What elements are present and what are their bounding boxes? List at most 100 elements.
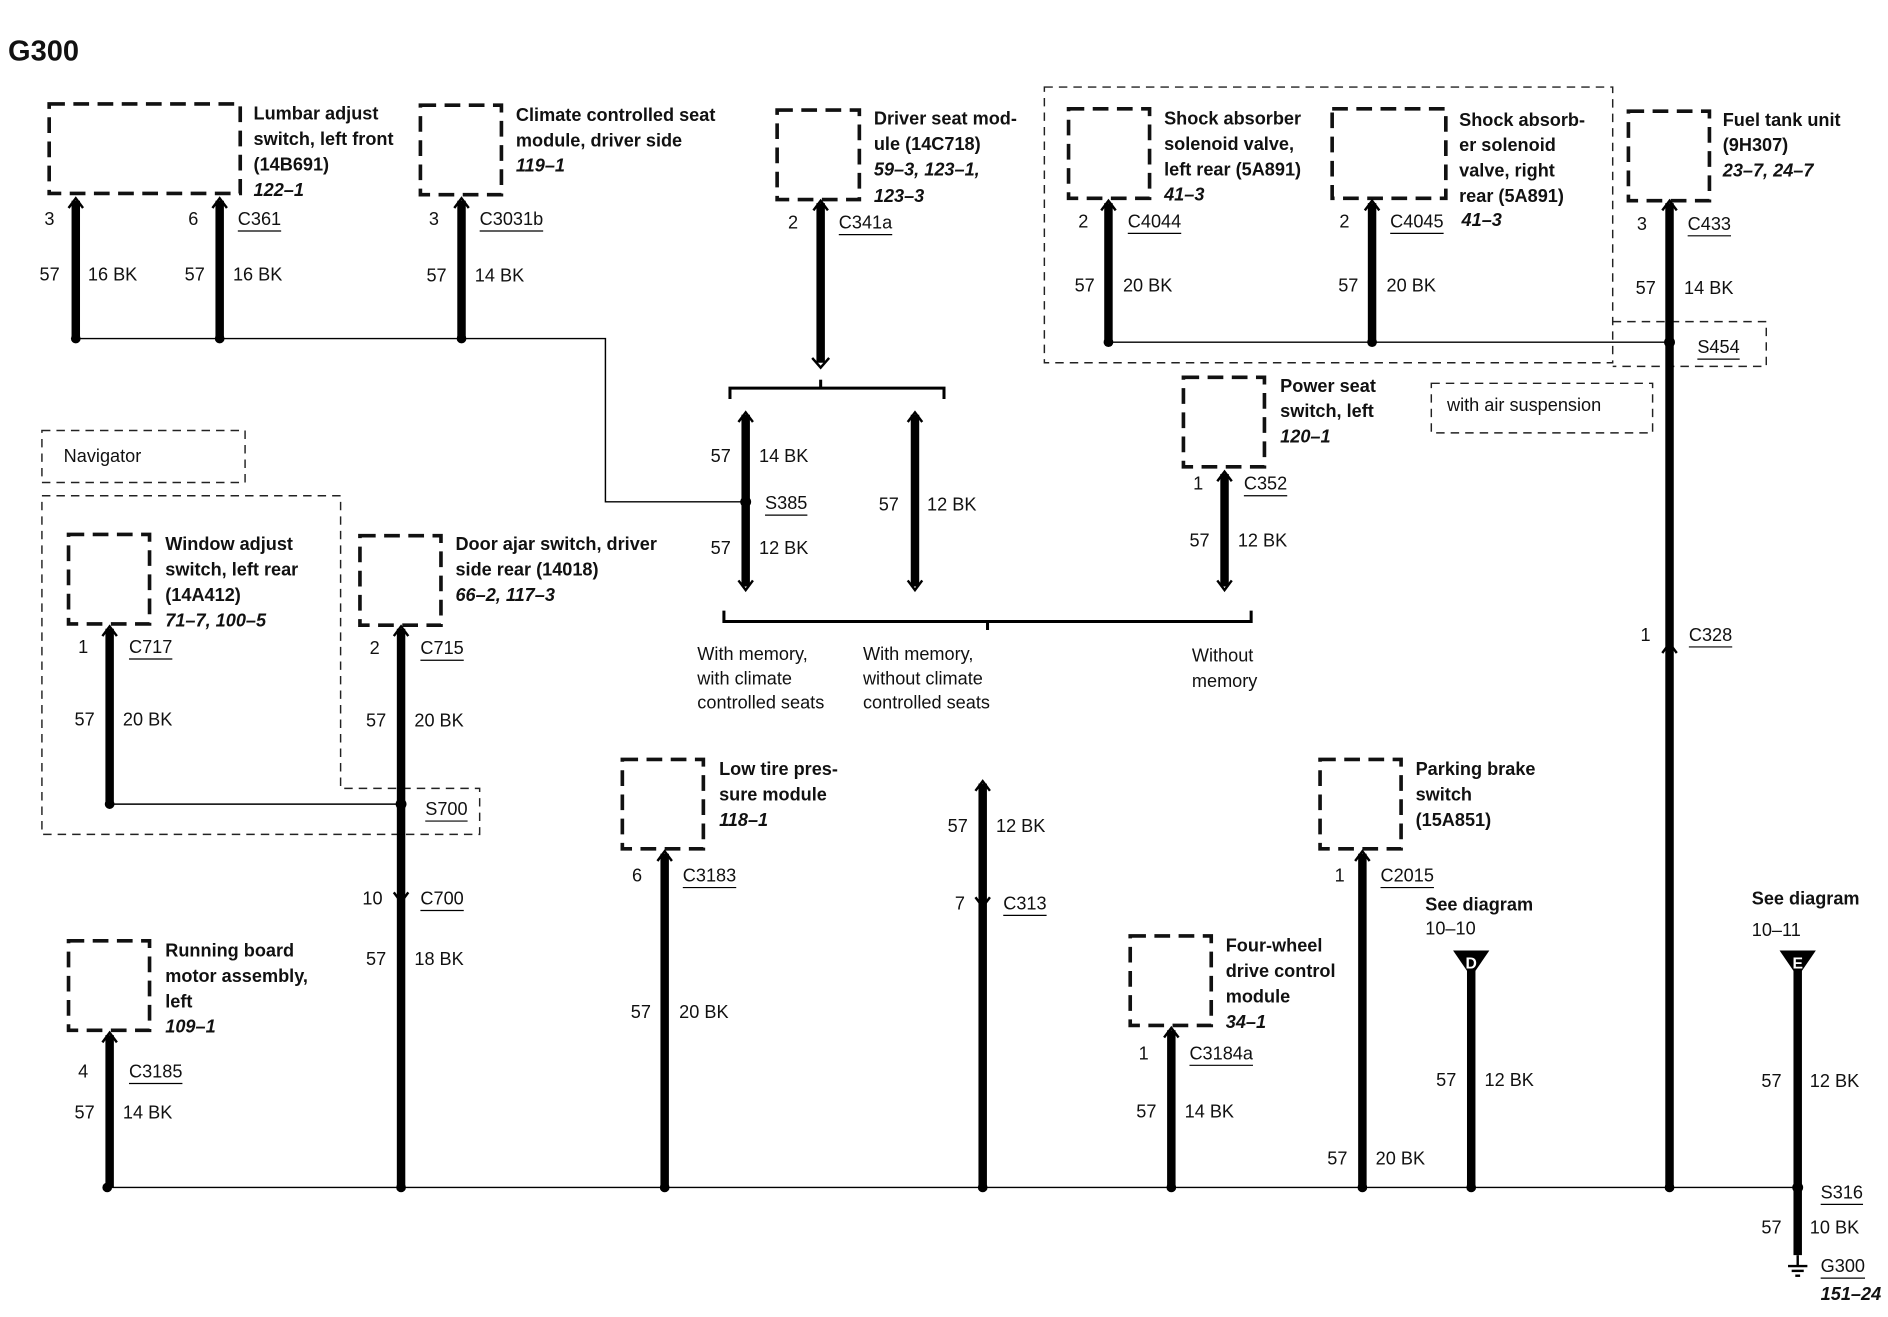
climate-label: Climate controlled seat module, driver s…	[516, 105, 720, 176]
wire-labels: 57 16 BK 57 16 BK 57 14 BK 57 20 BK 57 20 BK 57 14 …	[40, 265, 1860, 1238]
wire-gauge-color: 12 BK	[1238, 531, 1287, 551]
shock-left-label: Shock absorber solenoid valve, left rear…	[1163, 109, 1306, 205]
connector-label-c3031b: C3031b	[480, 209, 543, 229]
wire-gauge-color: 14 BK	[1684, 278, 1733, 298]
door-ajar-box	[358, 533, 443, 627]
door-ajar-label: Door ajar switch, driver side rear (1401…	[455, 534, 662, 605]
window-switch-box	[66, 532, 152, 626]
circuit-number: 57	[75, 710, 95, 730]
circuit-number: 57	[366, 711, 386, 731]
wire-gauge-color: 12 BK	[1810, 1071, 1859, 1091]
pin-shock-left-2: 2	[1078, 211, 1088, 231]
see-diagram-markers: D E	[1453, 950, 1816, 978]
wire-gauge-color: 16 BK	[88, 265, 137, 285]
pin-lumbar-3: 3	[44, 209, 54, 229]
circuit-number: 57	[40, 265, 60, 285]
connector-label-s316: S316	[1821, 1182, 1863, 1202]
connector-label-c341a: C341a	[839, 213, 893, 233]
circuit-number: 57	[1636, 278, 1656, 298]
wire-gauge-color: 14 BK	[1185, 1101, 1234, 1121]
wire-gauge-color: 20 BK	[1123, 275, 1172, 295]
air-suspension-label: with air suspension	[1446, 395, 1601, 415]
pin-lumbar-6: 6	[188, 209, 198, 229]
connector-label-c4044: C4044	[1128, 211, 1181, 231]
wire-gauge-color: 14 BK	[759, 446, 808, 466]
running-board-box	[66, 938, 152, 1033]
wire-gauge-color: 18 BK	[414, 949, 463, 969]
connector-label-s454: S454	[1697, 337, 1739, 357]
marker-d-letter: D	[1466, 956, 1477, 973]
wire-gauge-color: 12 BK	[759, 538, 808, 558]
pin-shock-right-2: 2	[1339, 211, 1349, 231]
circuit-number: 57	[366, 949, 386, 969]
connector-label-c313: C313	[1003, 893, 1046, 913]
pin-c328-1: 1	[1641, 625, 1651, 645]
power-seat-label: Power seat switch, left 120–1	[1280, 376, 1381, 447]
wire-gauge-color: 14 BK	[475, 266, 524, 286]
circuit-number: 57	[1761, 1071, 1781, 1091]
navigator-label: Navigator	[64, 446, 142, 466]
circuit-number: 57	[1327, 1148, 1347, 1168]
wire-gauge-color: 16 BK	[233, 265, 282, 285]
connector-label-c717: C717	[129, 637, 172, 657]
pin-runboard-4: 4	[78, 1061, 88, 1081]
circuit-number: 57	[1075, 275, 1095, 295]
connector-label-c3184a: C3184a	[1189, 1043, 1253, 1063]
lumbar-switch-box	[47, 102, 243, 196]
wire-gauge-color: 12 BK	[927, 494, 976, 514]
connector-label-c2015: C2015	[1381, 866, 1434, 886]
wire-gauge-color: 14 BK	[123, 1103, 172, 1123]
parking-brake-label: Parking brake switch (15A851)	[1416, 759, 1541, 830]
fuel-tank-box	[1626, 109, 1712, 203]
connector-label-c715: C715	[420, 638, 463, 658]
pin-climate-3: 3	[429, 209, 439, 229]
wire-gauge-color: 20 BK	[1387, 275, 1436, 295]
connector-label-c3185: C3185	[129, 1061, 182, 1081]
option-notes: With memory, with climate controlled sea…	[696, 644, 1258, 712]
wire-gauge-color: 20 BK	[414, 711, 463, 731]
pin-lowtire-6: 6	[632, 866, 642, 886]
ground-icon	[1788, 1255, 1808, 1277]
shock-right-ref: 41–3	[1461, 210, 1502, 230]
svg-text:Without memory: Without memory	[1192, 645, 1259, 690]
climate-module-box	[418, 103, 504, 197]
component-labels: Lumbar adjust switch, left front (14B691…	[165, 104, 1846, 1037]
circuit-number: 57	[1189, 531, 1209, 551]
shock-right-label: Shock absorb- er solenoid valve, right r…	[1459, 110, 1590, 206]
thin-wires	[75, 337, 1798, 1189]
lumbar-label: Lumbar adjust switch, left front (14B691…	[254, 104, 399, 200]
pin-fourwheel-1: 1	[1139, 1043, 1149, 1063]
connector-label-s700: S700	[425, 799, 467, 819]
driver-seat-label: Driver seat mod- ule (14C718) 59–3, 123–…	[874, 109, 1022, 206]
circuit-number: 57	[1338, 275, 1358, 295]
fuel-tank-label: Fuel tank unit (9H307) 23–7, 24–7	[1722, 110, 1846, 181]
pin-c700-10: 10	[362, 888, 382, 908]
see-diagram-e-label: See diagram	[1752, 888, 1860, 908]
low-tire-box	[620, 757, 706, 851]
parking-brake-box	[1318, 757, 1403, 851]
connector-label-c328: C328	[1689, 625, 1732, 645]
connector-label-c433: C433	[1688, 214, 1731, 234]
pin-window-1: 1	[78, 637, 88, 657]
circuit-number: 57	[1436, 1070, 1456, 1090]
component-boxes	[47, 102, 1712, 1033]
wire-gauge-color: 12 BK	[996, 816, 1045, 836]
wire-gauge-color: 10 BK	[1810, 1217, 1859, 1237]
connector-label-s385: S385	[765, 493, 807, 513]
circuit-number: 57	[1761, 1217, 1781, 1237]
circuit-number: 57	[185, 265, 205, 285]
circuit-number: 57	[879, 494, 899, 514]
running-board-label: Running board motor assembly, left 109–1	[165, 940, 313, 1036]
connector-label-c4045: C4045	[1390, 211, 1443, 231]
option-brackets	[722, 379, 1253, 631]
circuit-number: 57	[631, 1002, 651, 1022]
circuit-number: 57	[711, 538, 731, 558]
wire-gauge-color: 20 BK	[679, 1002, 728, 1022]
see-diagram-d-label: See diagram	[1425, 895, 1533, 915]
four-wheel-box	[1128, 934, 1214, 1028]
pin-c313-7: 7	[955, 893, 965, 913]
svg-text:With memory, with climat: With memory, with climate controlled sea…	[696, 644, 824, 712]
ground-reference: 151–24	[1821, 1284, 1881, 1304]
window-switch-label: Window adjust switch, left rear (14A412)…	[165, 534, 303, 630]
